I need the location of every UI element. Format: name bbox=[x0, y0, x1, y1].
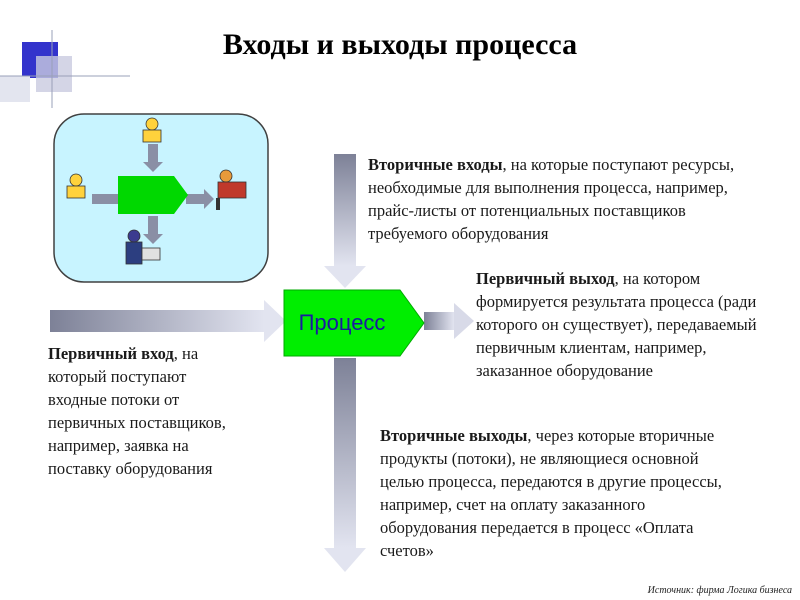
primary-input-heading: Первичный вход bbox=[48, 344, 174, 363]
source-note: Источник: фирма Логика бизнеса bbox=[647, 585, 792, 596]
primary-output-body: , на котором формируется результата проц… bbox=[476, 269, 757, 380]
secondary-outputs-text: Вторичные выходы, через которые вторичны… bbox=[380, 424, 730, 562]
secondary-output-arrow bbox=[324, 358, 366, 572]
secondary-outputs-heading: Вторичные выходы bbox=[380, 426, 528, 445]
mini-diagram-panel bbox=[53, 113, 269, 283]
primary-input-text: Первичный вход, на который поступают вхо… bbox=[48, 342, 248, 480]
primary-input-body: , на который поступают входные потоки от… bbox=[48, 344, 226, 478]
primary-output-text: Первичный выход, на котором формируется … bbox=[476, 267, 776, 382]
secondary-inputs-text: Вторичные входы, на которые поступают ре… bbox=[368, 153, 738, 245]
primary-input-arrow bbox=[50, 300, 286, 342]
secondary-outputs-body: , через которые вторичные продукты (пото… bbox=[380, 426, 722, 560]
page-title: Входы и выходы процесса bbox=[222, 28, 578, 61]
secondary-input-arrow bbox=[324, 154, 366, 288]
process-block bbox=[283, 289, 425, 357]
process-label: Процесс bbox=[298, 310, 386, 335]
secondary-inputs-heading: Вторичные входы bbox=[368, 155, 503, 174]
person-icon-right bbox=[216, 169, 247, 210]
person-icon-left bbox=[66, 173, 86, 199]
primary-output-arrow bbox=[424, 303, 474, 339]
person-icon-bottom bbox=[125, 229, 161, 265]
person-icon-top bbox=[142, 117, 162, 143]
secondary-inputs-body: , на которые поступают ресурсы, необходи… bbox=[368, 155, 735, 243]
corner-decoration bbox=[0, 30, 130, 108]
primary-output-heading: Первичный выход bbox=[476, 269, 615, 288]
